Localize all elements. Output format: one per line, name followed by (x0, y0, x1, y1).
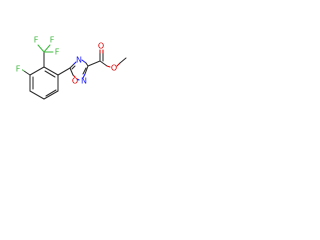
oxygen-ester-label: O (111, 64, 117, 73)
trifluoromethyl-group (37, 44, 54, 68)
oxygen-carbonyl-label: O (98, 42, 104, 51)
nitrogen-lower-label: N (81, 77, 87, 86)
oxadiazole-ring (69, 59, 89, 81)
aryl-heteroaryl-bond (57, 67, 71, 76)
molecule-structure-drawing: F F F F N N O O O (15, 36, 127, 100)
methyl-ester-group (87, 49, 127, 68)
nitrogen-upper-label: N (76, 56, 82, 65)
fluorine-ring-label: F (16, 65, 21, 74)
c-f-bond (23, 70, 31, 76)
benzene-ring (29, 66, 59, 100)
atom-labels: F F F F N N O O O (15, 36, 117, 86)
fluorine-cf3-right-label: F (55, 48, 60, 57)
fluorine-cf3-top-left-label: F (34, 36, 39, 45)
oxygen-ring-label: O (72, 77, 78, 86)
fluorine-cf3-top-right-label: F (50, 36, 55, 45)
